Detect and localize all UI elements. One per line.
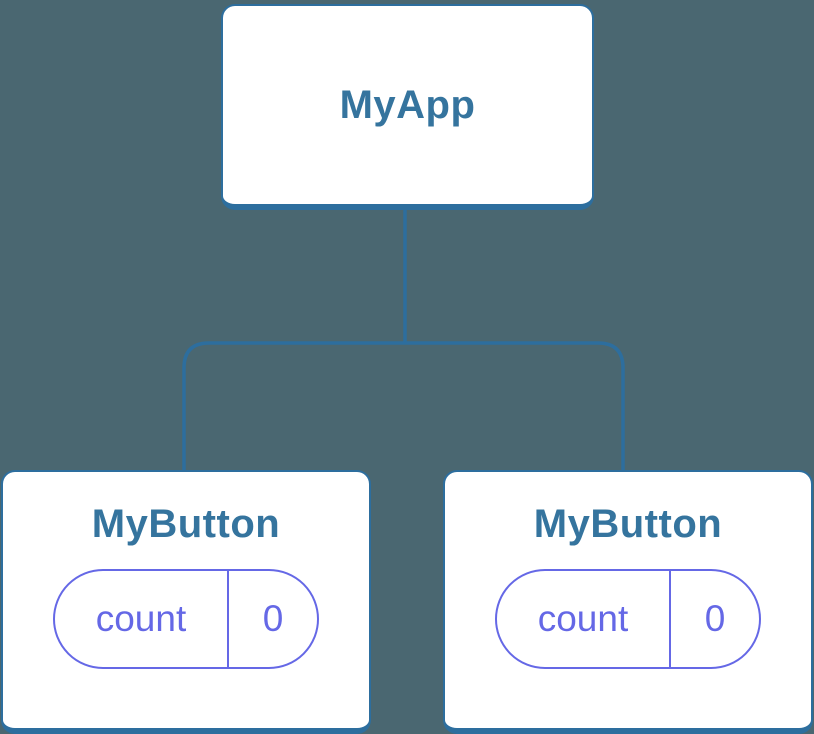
component-node-mybutton-2: MyButton count 0 [443,470,813,734]
state-name: count [537,598,629,639]
state-value: 0 [227,571,317,667]
component-label: MyButton [533,502,723,546]
connector-branch [182,341,625,470]
component-node-mybutton-1: MyButton count 0 [1,470,371,734]
state-pill: count 0 [495,569,761,669]
state-value: 0 [669,571,759,667]
state-name: count [95,598,187,639]
component-label: MyApp [339,83,476,127]
state-pill: count 0 [53,569,319,669]
component-label: MyButton [91,502,281,546]
component-node-myapp: MyApp [221,4,594,210]
